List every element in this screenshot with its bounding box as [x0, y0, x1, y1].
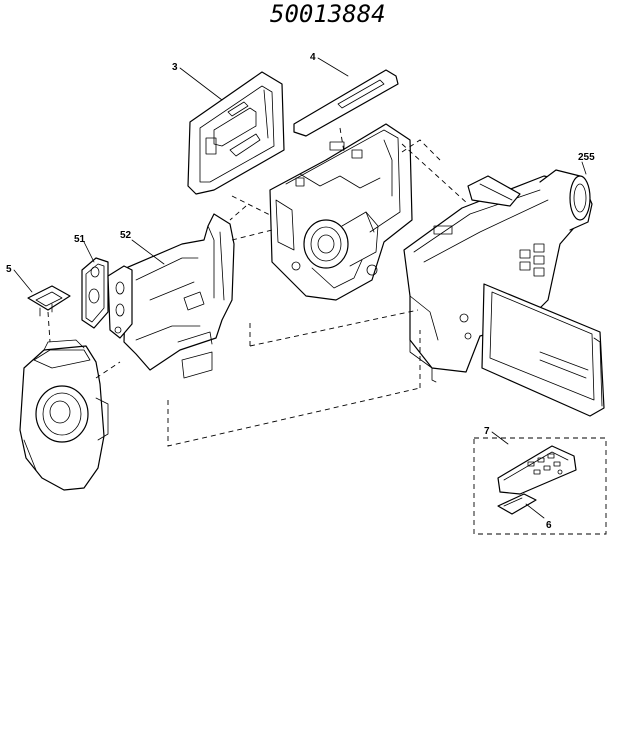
callout-part-52: 52 — [120, 230, 132, 241]
callout-part-7: 7 — [484, 426, 490, 437]
part-3-bracket — [187, 71, 285, 195]
assembly-guide-lines — [47, 127, 469, 447]
part-255-camcorder-body — [403, 169, 605, 417]
part-51-plate — [81, 257, 109, 329]
front-lens-cover — [19, 339, 109, 491]
part-52-front-frame — [123, 213, 235, 379]
part-6-battery-cover — [497, 493, 537, 515]
lens-mechanism-assembly — [269, 123, 413, 301]
part-5-clip — [27, 285, 71, 317]
part-7-dashed-group — [473, 437, 607, 535]
callout-part-3: 3 — [172, 62, 178, 73]
callout-part-4: 4 — [310, 52, 316, 63]
part-7-remote-control — [497, 445, 577, 495]
callout-part-255: 255 — [578, 152, 595, 163]
header-part-number: 50013884 — [270, 0, 386, 28]
callout-part-5: 5 — [6, 264, 12, 275]
part-4-strip — [293, 69, 399, 137]
callout-part-51: 51 — [74, 234, 86, 245]
side-bracket — [107, 265, 133, 339]
callout-part-6: 6 — [546, 520, 552, 531]
